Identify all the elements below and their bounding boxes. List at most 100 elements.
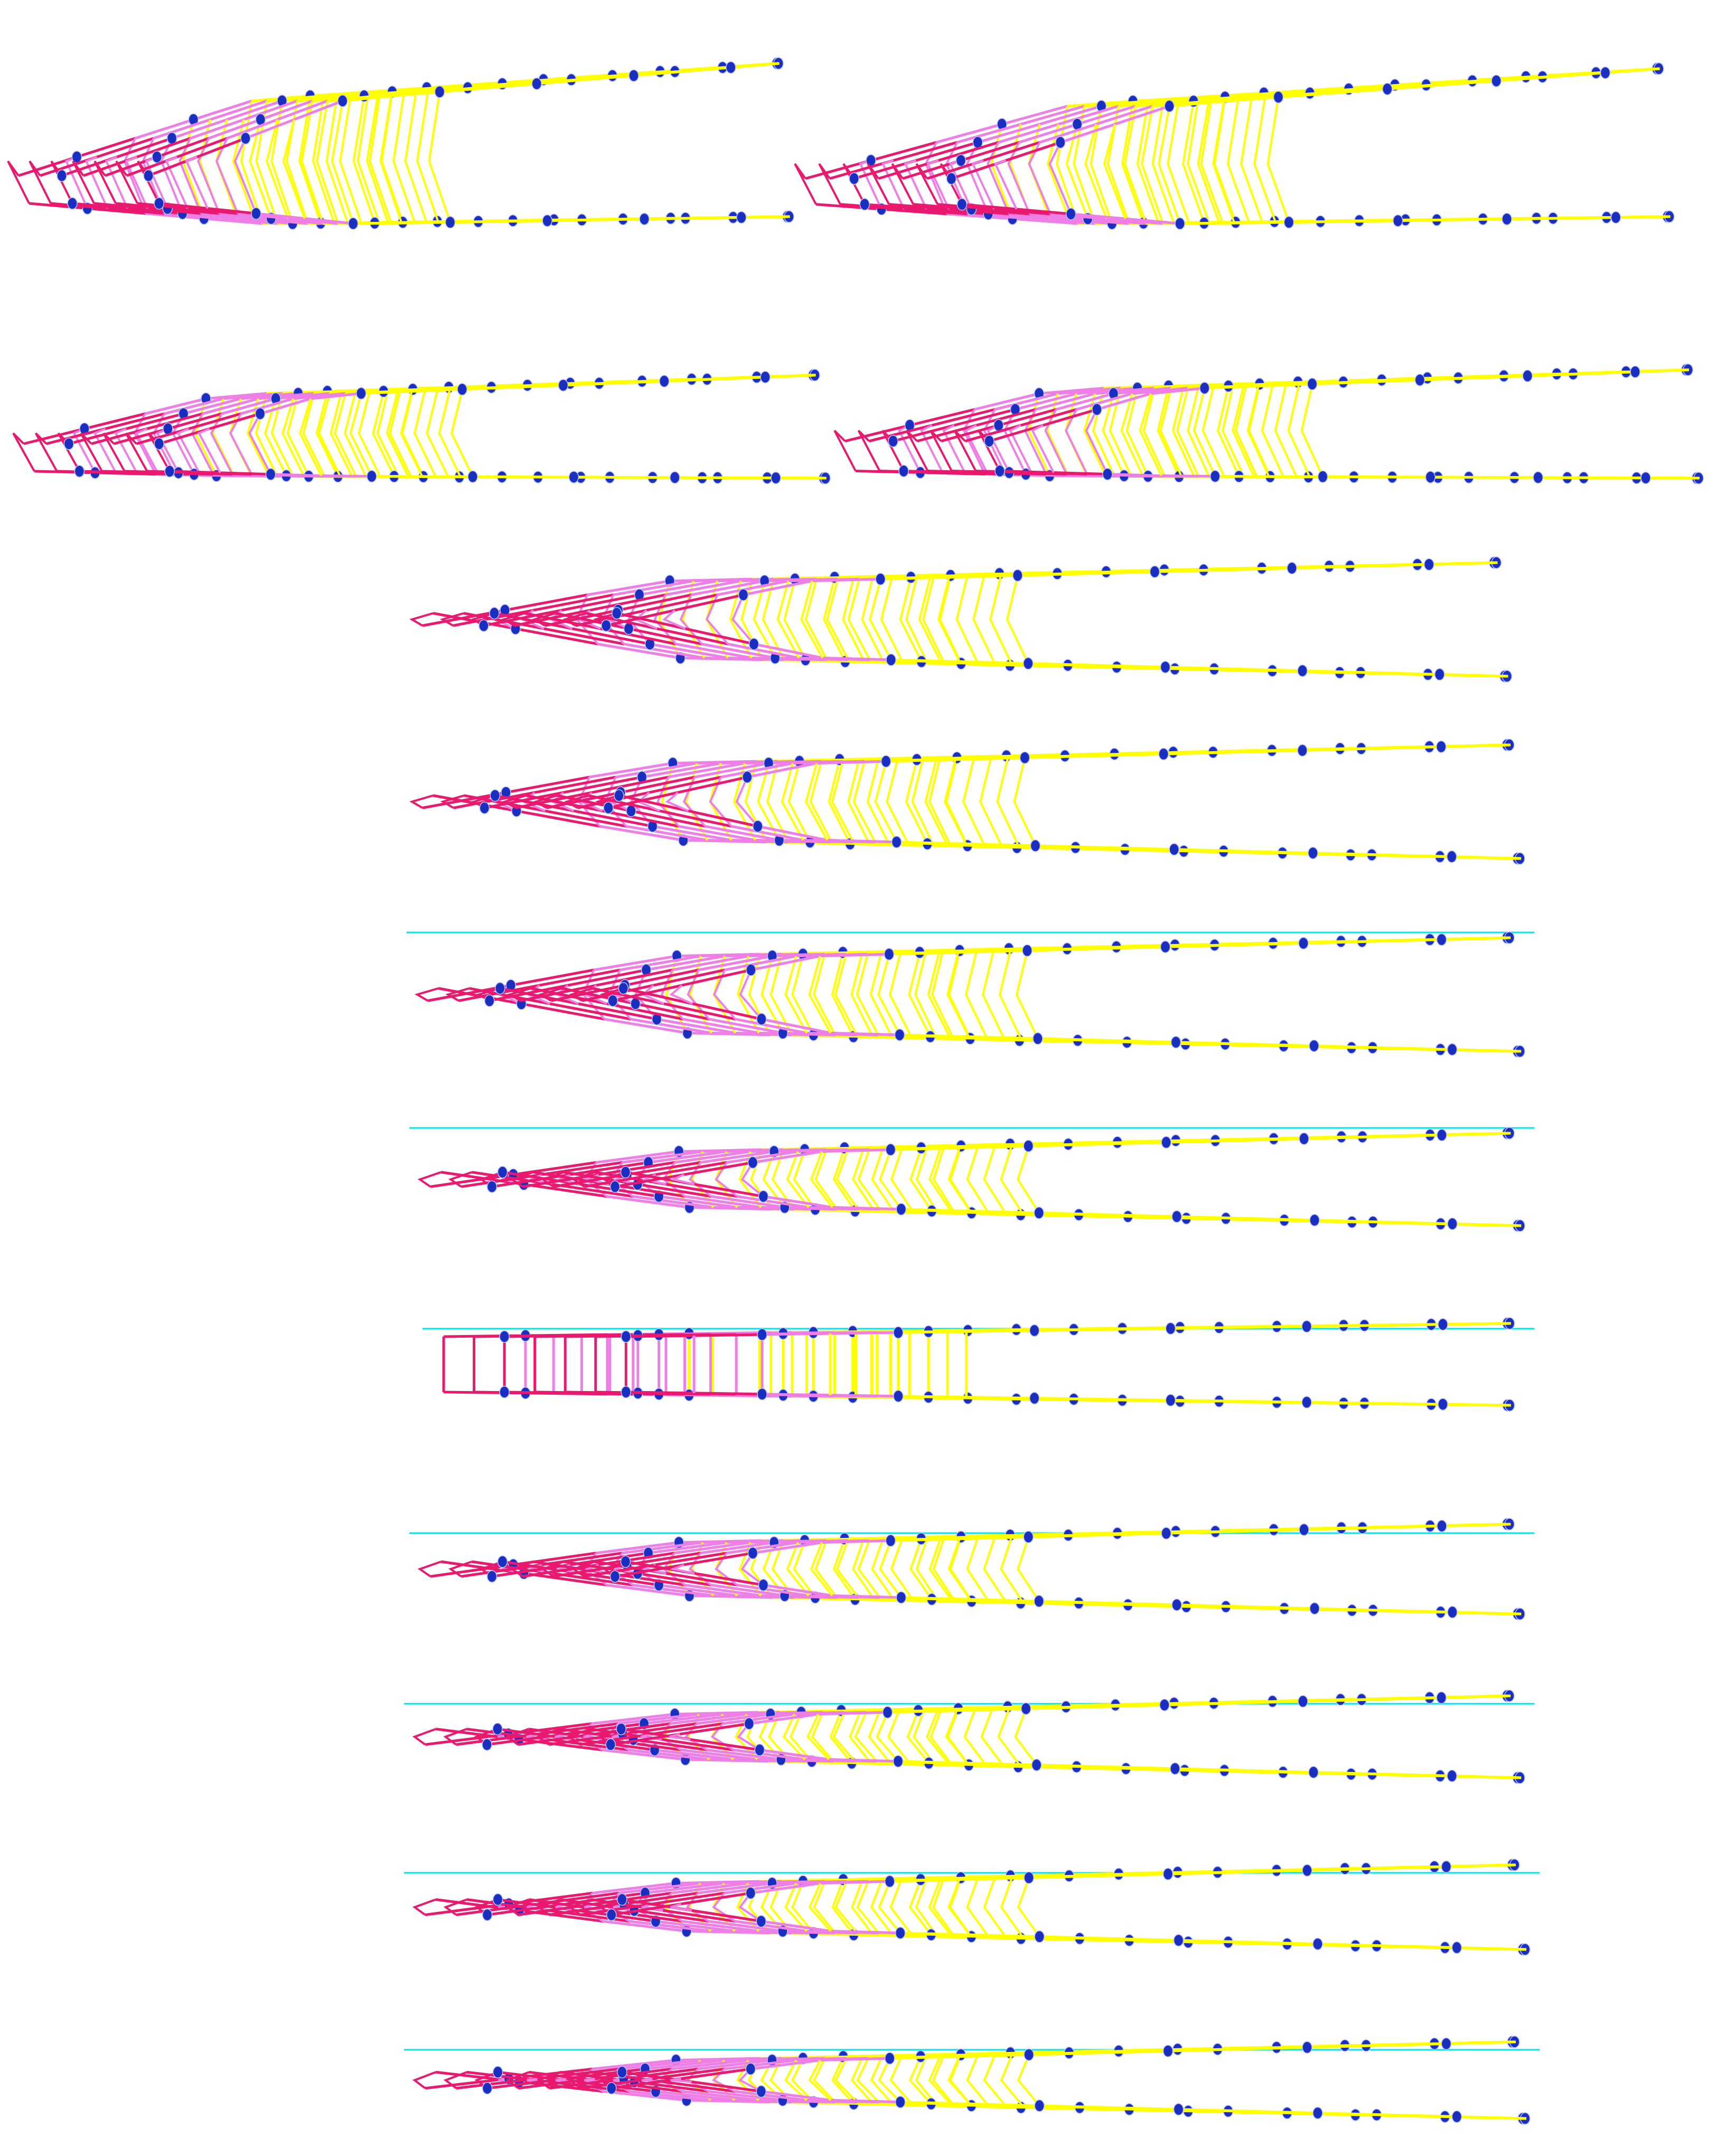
bone-edge: [533, 593, 614, 612]
bone-edge: [549, 1002, 631, 1021]
bone-edge: [1016, 208, 1071, 216]
bone-edge: [999, 470, 1054, 474]
bone-edge: [1360, 563, 1429, 568]
cross-link: [412, 1898, 436, 1916]
bone-edge: [1243, 850, 1314, 855]
bone-edge: [1071, 212, 1126, 220]
cross-link: [298, 398, 322, 477]
bone-edge: [221, 397, 276, 415]
joint-dot: [995, 464, 1005, 478]
bone-edge: [1474, 375, 1528, 379]
bone-edge: [1446, 2040, 1516, 2045]
joint-dot: [1299, 1132, 1309, 1145]
joint-dot: [1199, 381, 1210, 395]
joint-dot: [1491, 74, 1502, 87]
cross-link: [137, 160, 160, 204]
cross-link: [983, 1145, 1007, 1214]
bone-edge: [757, 825, 828, 842]
bone-edge: [603, 2090, 687, 2102]
bone-edge: [644, 217, 693, 221]
bone-edge: [567, 968, 646, 987]
cross-link: [386, 391, 409, 477]
bone-edge: [1387, 1944, 1457, 1949]
bone-edge: [931, 408, 996, 427]
bone-edge: [633, 1738, 708, 1751]
cross-link: [439, 612, 464, 627]
bone-edge: [655, 1920, 735, 1933]
bone-edge: [622, 1150, 703, 1164]
bone-edge: [439, 86, 489, 94]
bone-edge: [959, 1535, 1029, 1541]
joint-dot: [1164, 100, 1175, 113]
bone-edge: [672, 955, 749, 972]
cross-link: [135, 427, 159, 473]
joint-dot: [1441, 2037, 1452, 2050]
bone-edge: [391, 90, 440, 98]
bone-edge: [510, 968, 594, 987]
cross-link: [1246, 386, 1270, 477]
cross-link: [909, 1538, 933, 1600]
bone-edge: [642, 762, 721, 779]
bone-edge: [886, 758, 956, 763]
bone-edge: [665, 1572, 738, 1586]
cross-link: [842, 163, 866, 205]
bone-edge: [1039, 1600, 1108, 1604]
bone-edge: [898, 1330, 967, 1334]
cross-link: [409, 794, 434, 809]
bone-edge: [881, 208, 948, 216]
joint-dot: [756, 2085, 766, 2098]
bone-edge: [488, 82, 537, 89]
cross-link: [787, 761, 811, 843]
bone-edge: [1026, 1705, 1095, 1710]
bone-edge: [271, 217, 323, 225]
bone-edge: [201, 212, 255, 220]
bone-edge: [512, 384, 564, 389]
bone-edge: [827, 838, 897, 844]
bone-edge: [631, 809, 706, 828]
bone-edge: [959, 660, 1028, 665]
bone-edge: [1452, 1775, 1522, 1779]
cross-link: [731, 594, 755, 645]
cross-link: [942, 424, 966, 473]
bone-edge: [1028, 1534, 1097, 1538]
cross-link: [93, 160, 117, 204]
bone-edge: [682, 1920, 759, 1933]
bone-edge: [145, 397, 207, 415]
joint-dot: [482, 2082, 493, 2095]
bone-edge: [1314, 1044, 1383, 1049]
joint-dot: [1301, 1396, 1312, 1408]
cross-link: [856, 954, 879, 1035]
cross-link: [890, 1147, 914, 1212]
joint-dot: [57, 169, 67, 182]
cross-link: [937, 577, 961, 662]
bone-edge: [1020, 105, 1085, 126]
bone-edge: [976, 408, 1036, 427]
cross-link: [507, 987, 531, 1002]
bone-edge: [604, 1018, 688, 1034]
cross-link: [1274, 384, 1298, 478]
joint-dot: [164, 465, 175, 478]
bone-edge: [613, 380, 664, 385]
cross-link: [932, 2054, 955, 2107]
cross-link: [1120, 393, 1144, 477]
bone-edge: [829, 1758, 898, 1763]
bone-edge: [541, 1552, 623, 1566]
bone-edge: [1164, 1702, 1234, 1706]
bone-edge: [1204, 385, 1259, 390]
joint-dot: [1297, 744, 1308, 757]
bone-edge: [1102, 1327, 1171, 1331]
joint-dot: [558, 379, 569, 391]
joint-dot: [748, 638, 759, 650]
cross-link: [448, 1171, 472, 1188]
bone-edge: [1441, 743, 1511, 748]
bone-edge: [763, 1583, 833, 1597]
cross-link: [869, 952, 893, 1038]
bone-edge: [1107, 473, 1161, 477]
bone-edge: [864, 203, 927, 211]
cross-link: [791, 954, 815, 1035]
bone-edge: [1039, 1935, 1109, 1940]
bone-edge: [720, 762, 793, 779]
cross-link: [1187, 386, 1211, 477]
bone-edge: [611, 2077, 681, 2090]
cross-link: [868, 1710, 892, 1764]
